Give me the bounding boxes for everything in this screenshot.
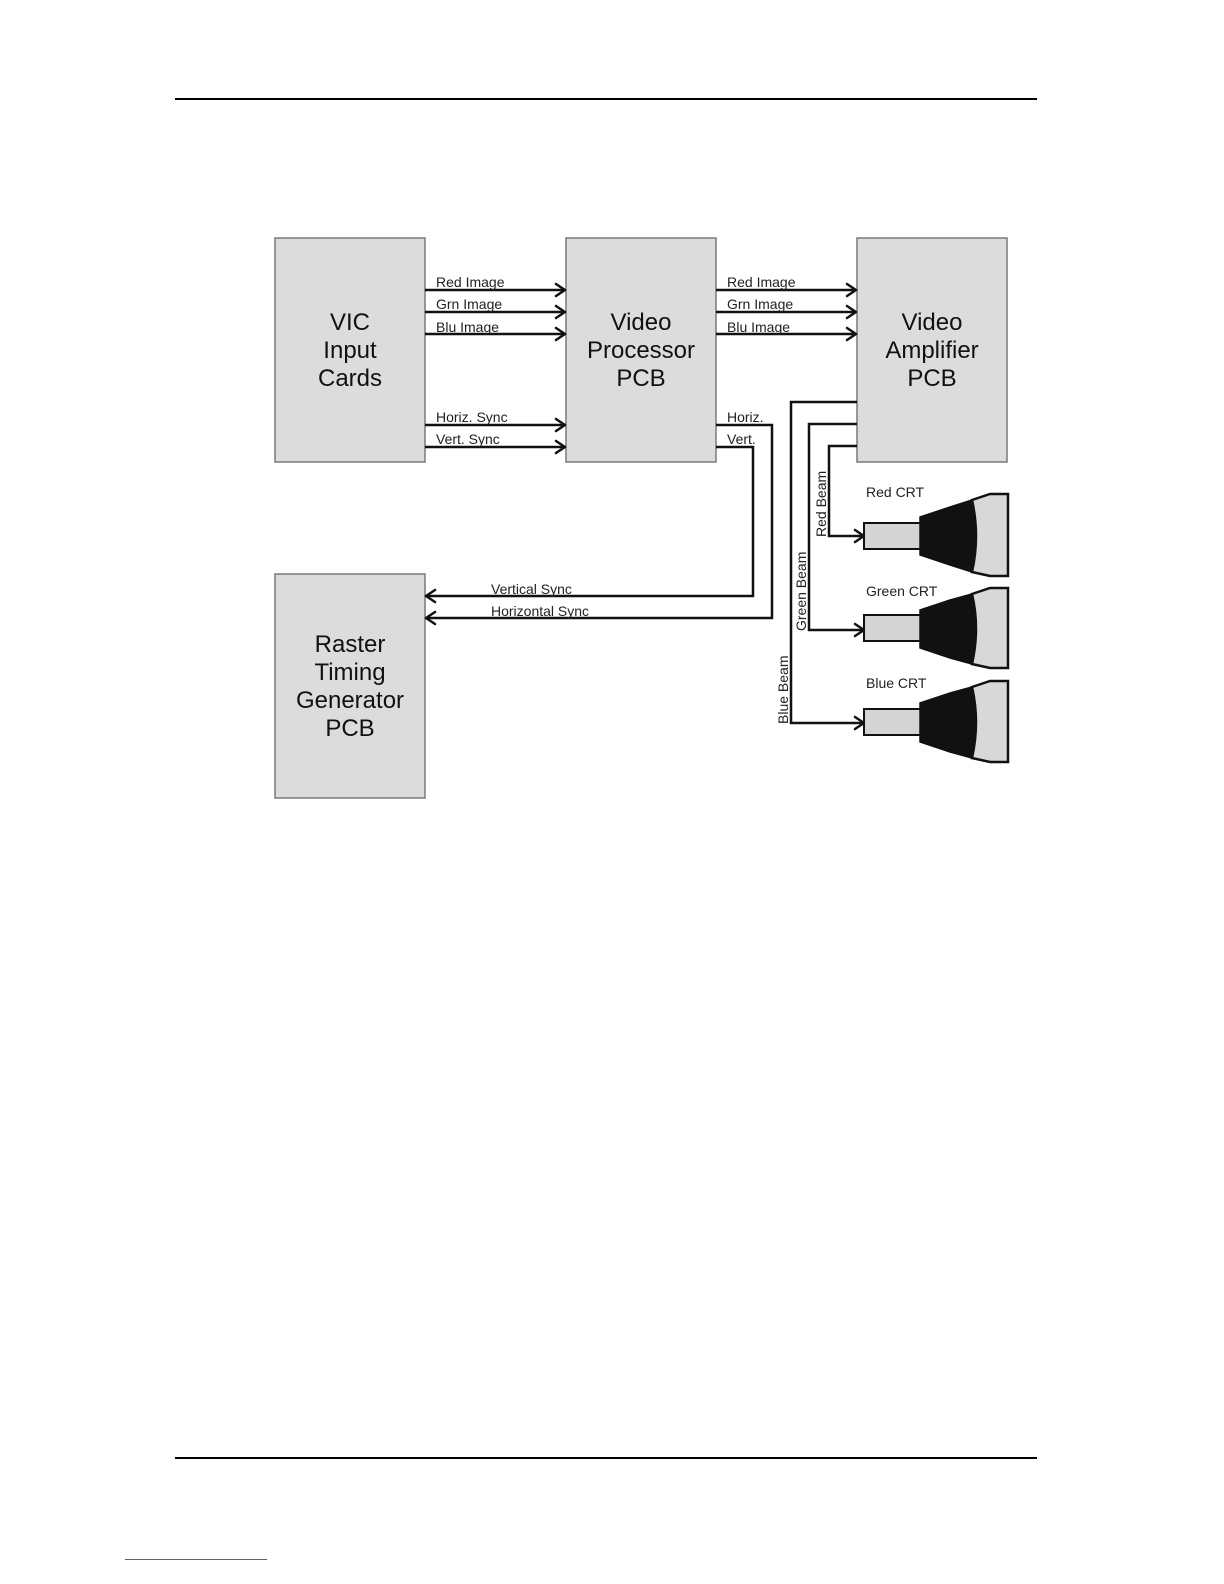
vic-horiz-sync-label: Horiz. Sync xyxy=(436,409,508,425)
video-amplifier-block: Video Amplifier PCB xyxy=(857,238,1007,462)
green-crt-label: Green CRT xyxy=(866,583,938,599)
video-processor-block: Video Processor PCB xyxy=(566,238,716,462)
footnote-separator xyxy=(125,1559,267,1560)
raster-label-line-1: Raster xyxy=(315,631,386,658)
blue-crt-tube: Blue CRT xyxy=(864,675,1008,762)
vic-to-processor-image-wires: Red Image Grn Image Blu Image xyxy=(425,274,565,340)
footer-rule xyxy=(175,1457,1037,1459)
vic-label-line-1: VIC xyxy=(330,309,370,336)
raster-horizontal-sync-label: Horizontal Sync xyxy=(491,603,589,619)
vic-red-image-label: Red Image xyxy=(436,274,505,290)
raster-timing-generator-block: Raster Timing Generator PCB xyxy=(275,574,425,798)
raster-label-line-3: Generator xyxy=(296,687,404,714)
proc-blu-image-label: Blu Image xyxy=(727,319,790,335)
vic-vert-sync-label: Vert. Sync xyxy=(436,431,500,447)
vic-label-line-2: Input xyxy=(323,337,377,364)
raster-label-line-4: PCB xyxy=(325,715,374,742)
red-crt-tube: Red CRT xyxy=(864,484,1008,576)
green-crt-tube: Green CRT xyxy=(864,583,1008,668)
vic-grn-image-label: Grn Image xyxy=(436,296,502,312)
amplifier-label-line-2: Amplifier xyxy=(885,337,978,364)
amplifier-label-line-3: PCB xyxy=(907,365,956,392)
proc-vert-label: Vert. xyxy=(727,431,756,447)
processor-label-line-3: PCB xyxy=(616,365,665,392)
red-beam-label: Red Beam xyxy=(813,471,829,537)
blue-crt-label: Blue CRT xyxy=(866,675,927,691)
vic-input-cards-block: VIC Input Cards xyxy=(275,238,425,462)
proc-red-image-label: Red Image xyxy=(727,274,796,290)
green-beam-label: Green Beam xyxy=(793,552,809,631)
raster-label-line-2: Timing xyxy=(314,659,385,686)
blue-beam-label: Blue Beam xyxy=(775,656,791,724)
raster-vertical-sync-label: Vertical Sync xyxy=(491,581,572,597)
proc-grn-image-label: Grn Image xyxy=(727,296,793,312)
amplifier-label-line-1: Video xyxy=(902,309,963,336)
proc-horiz-label: Horiz. xyxy=(727,409,764,425)
beam-wires: Red Beam Green Beam Blue Beam xyxy=(775,402,864,729)
processor-label-line-1: Video xyxy=(611,309,672,336)
processor-to-amplifier-image-wires: Red Image Grn Image Blu Image xyxy=(716,274,856,340)
vic-blu-image-label: Blu Image xyxy=(436,319,499,335)
red-crt-label: Red CRT xyxy=(866,484,925,500)
processor-label-line-2: Processor xyxy=(587,337,695,364)
vic-to-processor-sync-wires: Horiz. Sync Vert. Sync xyxy=(425,409,565,453)
vic-label-line-3: Cards xyxy=(318,365,382,392)
